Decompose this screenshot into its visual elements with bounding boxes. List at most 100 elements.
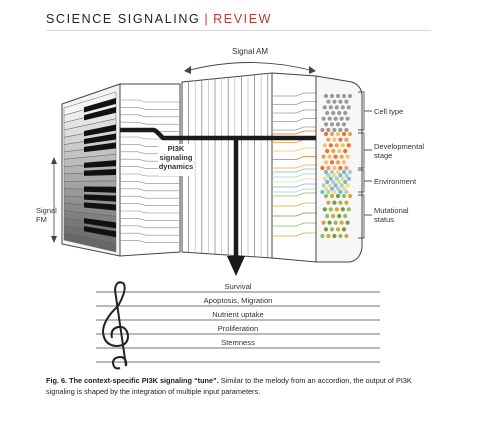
right-signal-line	[272, 109, 316, 114]
figure-caption: Fig. 6. The context-specific PI3K signal…	[46, 376, 434, 397]
input-button-dot	[344, 127, 349, 133]
input-button-dot	[332, 127, 337, 133]
input-button-dot	[326, 233, 331, 239]
right-signal-line	[272, 164, 316, 169]
input-button-dot	[321, 220, 326, 225]
input-button-dot	[320, 165, 325, 171]
input-button-dot	[331, 213, 336, 219]
brace-environment	[358, 169, 372, 193]
left-signal-line	[120, 181, 180, 184]
input-button-dot	[346, 105, 351, 110]
input-button-dot	[341, 93, 347, 99]
input-button-dot	[323, 160, 329, 165]
input-button-dot	[332, 189, 337, 195]
black-key	[84, 142, 116, 153]
input-button-dot	[325, 110, 330, 116]
left-signal-line	[120, 218, 180, 221]
right-signal-line	[272, 212, 316, 217]
input-button-dot	[344, 233, 349, 239]
left-signal-line	[120, 188, 180, 192]
brace-mutational	[358, 194, 372, 239]
pi3k-output-arrow	[120, 127, 316, 276]
input-button-dot	[340, 207, 345, 212]
input-button-dot	[341, 186, 347, 191]
left-signal-line	[120, 225, 180, 229]
input-button-dot	[327, 116, 332, 121]
input-button-dot	[335, 169, 341, 175]
input-button-dot	[329, 131, 335, 137]
right-signal-line	[272, 188, 316, 193]
input-button-dot	[329, 169, 335, 175]
input-button-dot	[326, 99, 331, 104]
input-button-dot	[337, 213, 342, 219]
input-button-dot	[341, 169, 347, 175]
input-button-dot	[339, 116, 344, 121]
input-button-dot	[329, 93, 335, 99]
input-button-dot	[332, 173, 337, 178]
input-button-dot	[321, 154, 326, 159]
right-signal-line	[272, 222, 316, 227]
input-button-dot	[339, 183, 344, 188]
input-button-dot	[341, 131, 347, 137]
input-button-dot	[322, 176, 327, 181]
input-button-dot	[339, 154, 344, 159]
input-button-dot	[332, 99, 337, 104]
output-label: Proliferation	[218, 324, 259, 333]
journal-name: SCIENCE SIGNALING	[46, 12, 201, 26]
label-mutational-2: status	[374, 215, 394, 224]
label-developmental-2: stage	[374, 151, 392, 160]
input-button-dot	[338, 137, 343, 142]
input-button-dot	[334, 105, 339, 110]
black-key	[84, 194, 116, 202]
input-button-dot	[326, 200, 331, 205]
input-button-dot	[338, 99, 343, 104]
label-mutational-1: Mutational	[374, 206, 409, 215]
input-button-dot	[320, 127, 325, 133]
input-button-dot	[322, 207, 327, 212]
right-signal-line	[272, 126, 316, 131]
input-button-dot	[329, 122, 335, 127]
input-button-dot	[326, 127, 331, 133]
input-button-dot	[323, 227, 329, 232]
input-button-dot	[325, 148, 330, 154]
signal-fm-label-2: FM	[36, 215, 47, 224]
input-button-dot	[334, 207, 339, 212]
right-signal-line	[272, 101, 316, 105]
signal-am-arrowhead-right	[309, 66, 316, 74]
input-button-dot	[334, 176, 339, 181]
black-key	[84, 160, 116, 168]
input-button-dot	[326, 165, 331, 171]
input-button-dot	[343, 179, 348, 185]
black-key	[84, 169, 116, 176]
input-button-dot	[344, 165, 349, 171]
left-signal-line	[120, 210, 180, 214]
input-button-dot	[331, 110, 336, 116]
input-button-dot	[320, 233, 325, 239]
section-name: REVIEW	[213, 12, 273, 26]
input-button-dot	[347, 169, 353, 175]
input-button-dot	[335, 160, 341, 165]
input-button-dot	[323, 193, 329, 199]
input-button-dot	[335, 186, 341, 191]
pi3k-label-2: signaling	[160, 153, 193, 162]
left-signal-line	[120, 203, 180, 206]
output-staff	[96, 291, 380, 363]
input-button-dot	[347, 93, 353, 99]
input-button-dot	[332, 137, 337, 142]
caption-title: Fig. 6. The context-specific PI3K signal…	[46, 376, 219, 385]
input-button-dot	[338, 189, 343, 195]
input-button-dot	[327, 183, 332, 188]
input-button-dot	[332, 165, 337, 171]
label-environment: Environment	[374, 177, 417, 186]
input-button-dot	[338, 127, 343, 133]
input-button-dot	[343, 110, 348, 116]
header-rule	[46, 30, 431, 31]
input-button-dot	[340, 143, 345, 148]
input-button-dot	[345, 154, 350, 159]
input-button-dot	[344, 173, 349, 178]
signal-am-arrowhead-left	[184, 66, 191, 74]
input-button-dot	[329, 227, 335, 232]
bellows-folds	[188, 73, 269, 258]
right-signal-line	[272, 92, 316, 97]
